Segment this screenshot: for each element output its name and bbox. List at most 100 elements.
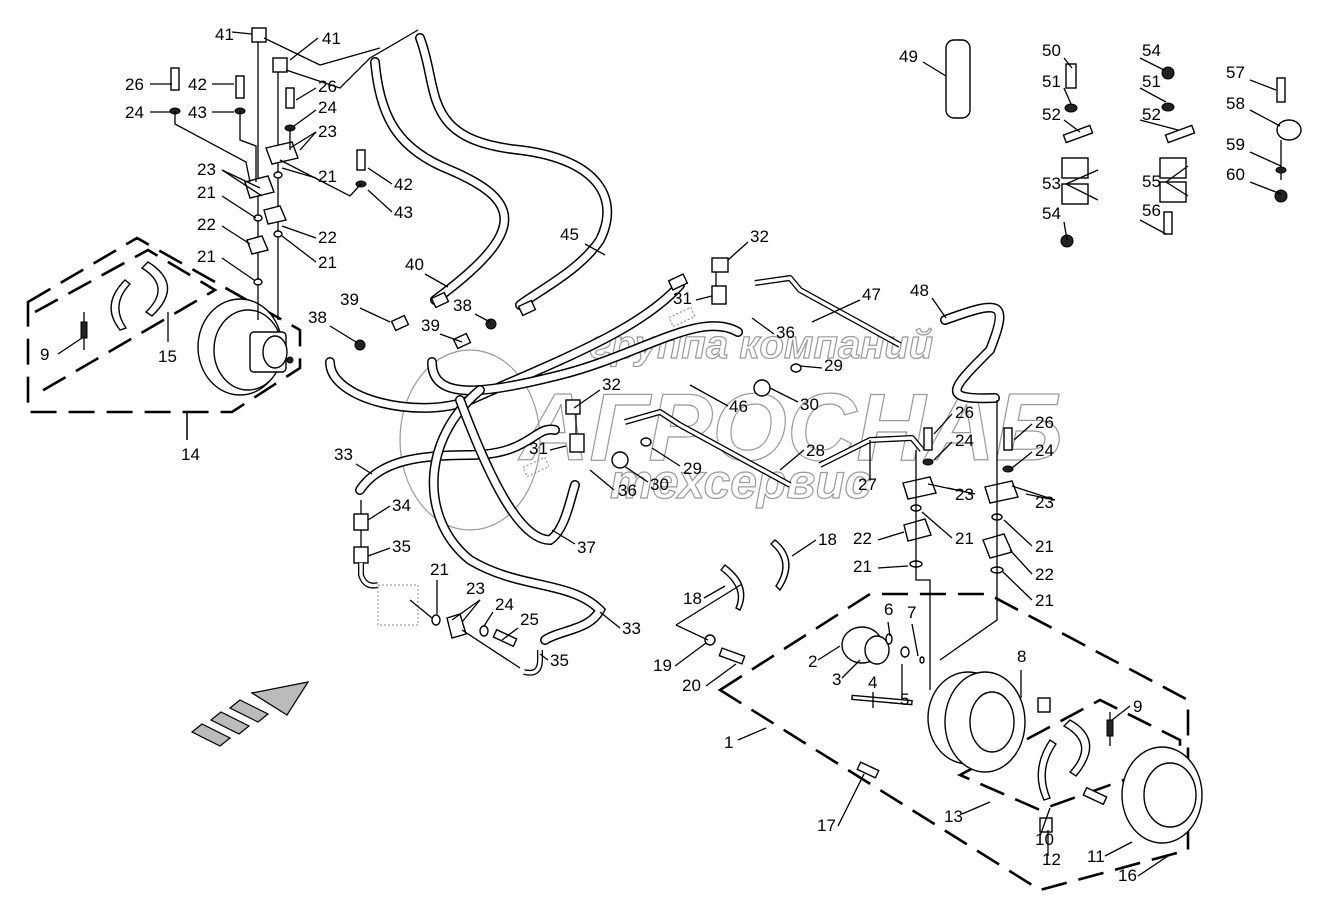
leader-line-52 bbox=[1139, 119, 1179, 131]
callout-52: 52 bbox=[1042, 105, 1061, 124]
leader-line-51 bbox=[1139, 87, 1167, 103]
leader-line-39 bbox=[439, 333, 463, 343]
callout-16: 16 bbox=[1118, 866, 1137, 885]
callout-23: 23 bbox=[955, 485, 974, 504]
callout-26: 26 bbox=[1035, 413, 1054, 432]
leader-line-35 bbox=[367, 547, 391, 557]
callout-42: 42 bbox=[394, 175, 413, 194]
callout-13: 13 bbox=[944, 807, 963, 826]
leader-line-24 bbox=[933, 441, 953, 461]
leader-line-28 bbox=[779, 449, 805, 471]
callout-42: 42 bbox=[188, 75, 207, 94]
callout-29: 29 bbox=[683, 459, 702, 478]
leader-line-21 bbox=[877, 565, 909, 569]
leader-line-21 bbox=[221, 257, 255, 281]
leader-line-58 bbox=[1249, 109, 1281, 127]
callout-30: 30 bbox=[800, 395, 819, 414]
callout-35: 35 bbox=[550, 651, 569, 670]
leader-line-6 bbox=[887, 621, 891, 637]
left-wheel-hub bbox=[197, 298, 294, 396]
callout-21: 21 bbox=[197, 247, 216, 266]
callout-24: 24 bbox=[318, 98, 337, 117]
callout-3: 3 bbox=[832, 670, 841, 689]
hoses bbox=[325, 33, 1005, 645]
callout-35: 35 bbox=[392, 537, 411, 556]
leader-line-7 bbox=[911, 623, 919, 657]
callout-26: 26 bbox=[318, 77, 337, 96]
leader-line-30 bbox=[769, 387, 799, 403]
callout-41: 41 bbox=[215, 25, 234, 44]
callout-6: 6 bbox=[884, 600, 893, 619]
callout-8: 8 bbox=[1017, 647, 1026, 666]
callout-48: 48 bbox=[910, 281, 929, 300]
leader-line-57 bbox=[1249, 79, 1277, 91]
leader-line-9 bbox=[1111, 705, 1131, 721]
callout-11: 11 bbox=[1087, 847, 1105, 866]
leader-line-26 bbox=[295, 87, 317, 101]
leader-line-23 bbox=[461, 599, 481, 623]
callout-21: 21 bbox=[197, 183, 216, 202]
callout-31: 31 bbox=[529, 439, 548, 458]
leader-line-21 bbox=[1002, 571, 1033, 601]
callout-24: 24 bbox=[495, 595, 514, 614]
callout-21: 21 bbox=[318, 253, 337, 272]
leader-line-24 bbox=[293, 109, 317, 127]
leader-line-24 bbox=[483, 611, 494, 627]
leader-line-54 bbox=[1063, 221, 1068, 241]
leader-line-24 bbox=[1011, 451, 1033, 469]
leader-line-32 bbox=[727, 241, 749, 261]
leader-line-33 bbox=[599, 611, 621, 629]
leader-line-17 bbox=[837, 773, 865, 827]
callout-30: 30 bbox=[650, 475, 669, 494]
leader-line-23 bbox=[299, 131, 317, 151]
right-brake-kit-outline bbox=[717, 592, 1190, 892]
leader-line-35 bbox=[539, 653, 549, 661]
callout-21: 21 bbox=[318, 167, 337, 186]
callout-32: 32 bbox=[750, 227, 769, 246]
leader-line-33 bbox=[355, 463, 373, 475]
callout-21: 21 bbox=[430, 560, 449, 579]
callout-49: 49 bbox=[899, 47, 918, 66]
left-brake-shoes bbox=[80, 261, 169, 350]
leader-line-46 bbox=[689, 384, 729, 407]
leader-line-23 bbox=[1025, 493, 1056, 501]
callout-27: 27 bbox=[858, 475, 877, 494]
callout-32: 32 bbox=[602, 375, 621, 394]
leader-line-20 bbox=[705, 663, 737, 687]
callout-47: 47 bbox=[862, 285, 881, 304]
leader-line-53 bbox=[1065, 183, 1099, 201]
leader-line-55 bbox=[1165, 165, 1189, 183]
watermark-logo-icon bbox=[399, 349, 541, 531]
leader-line-21 bbox=[221, 195, 257, 219]
leader-line-18 bbox=[791, 539, 817, 557]
leader-line-39 bbox=[359, 307, 391, 323]
leader-line-37 bbox=[551, 529, 576, 545]
leader-line-23 bbox=[451, 599, 481, 621]
callout-18: 18 bbox=[818, 530, 837, 549]
callout-43: 43 bbox=[394, 203, 413, 222]
callout-58: 58 bbox=[1226, 94, 1245, 113]
callout-14: 14 bbox=[181, 445, 200, 464]
callout-17: 17 bbox=[817, 816, 836, 835]
leader-line-3 bbox=[841, 659, 861, 679]
watermark-line-3: техсервис bbox=[610, 456, 871, 509]
callout-20: 20 bbox=[682, 676, 701, 695]
leader-line-23 bbox=[289, 131, 317, 149]
callout-22: 22 bbox=[197, 215, 216, 234]
callout-38: 38 bbox=[308, 308, 327, 327]
right-fittings bbox=[902, 400, 1019, 690]
leader-line-23 bbox=[1011, 485, 1056, 501]
callout-2: 2 bbox=[808, 652, 817, 671]
callout-5: 5 bbox=[900, 690, 909, 709]
leader-line-22 bbox=[281, 225, 317, 239]
leader-line-21 bbox=[921, 511, 953, 539]
callout-31: 31 bbox=[673, 289, 692, 308]
callout-37: 37 bbox=[577, 538, 596, 557]
rigid-pipes bbox=[624, 275, 925, 488]
leader-line-23 bbox=[947, 487, 976, 495]
leader-line-23 bbox=[221, 169, 263, 197]
callout-21: 21 bbox=[955, 529, 974, 548]
leader-line-41 bbox=[231, 31, 253, 35]
leader-line-50 bbox=[1063, 57, 1073, 69]
